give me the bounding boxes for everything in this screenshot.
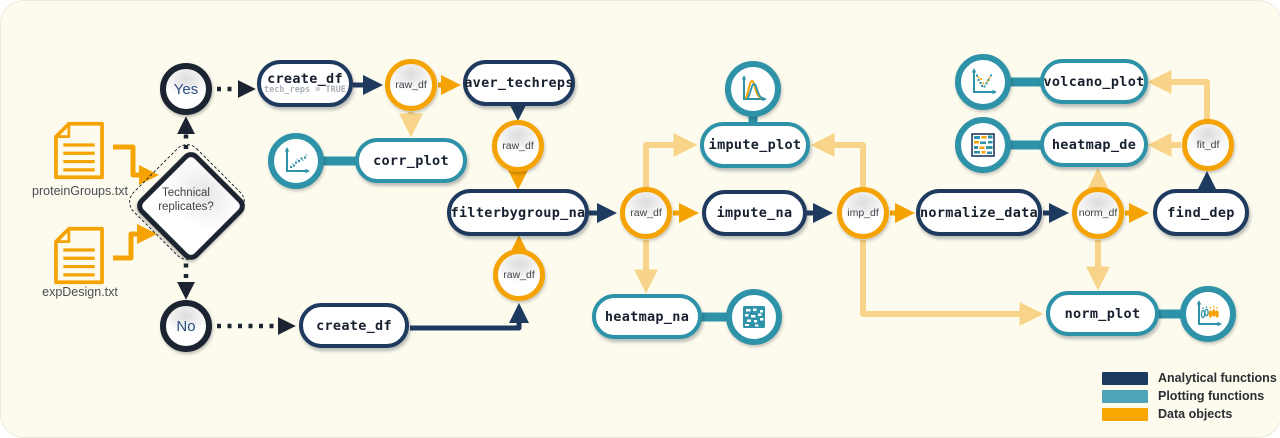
node-volcano-plot: volcano_plot [1040, 59, 1148, 104]
de-heatmap-icon [955, 117, 1011, 173]
object-raw-df-2: raw_df [492, 120, 544, 172]
node-heatmap-de: heatmap_de [1040, 122, 1148, 167]
protein-groups-file-label: proteinGroups.txt [32, 184, 128, 198]
data-object-arrows [438, 75, 1149, 255]
decision-question: Technical replicates? [158, 187, 214, 214]
object-norm-df: norm_df [1072, 187, 1124, 239]
node-aver-techreps: aver_techreps [463, 60, 575, 106]
node-create-df: create_df [299, 303, 409, 348]
exp-design-file-label: expDesign.txt [42, 285, 118, 299]
node-normalize-data: normalize_data [916, 189, 1042, 236]
exp-design-file-icon [53, 226, 105, 285]
decision-yes: Yes [160, 63, 212, 115]
node-impute-na: impute_na [702, 190, 807, 236]
object-raw-df-3: raw_df [493, 249, 545, 301]
node-impute-plot: impute_plot [700, 122, 810, 168]
object-fit-df: fit_df [1182, 119, 1234, 171]
node-filterbygroup-na: filterbygroup_na [447, 189, 589, 236]
file-input-arrows [113, 144, 159, 261]
violin-plot-icon [1180, 286, 1236, 342]
object-raw-df-1: raw_df [385, 59, 437, 111]
legend-analytical-functions: Analytical functions [1102, 371, 1277, 385]
scatter-plot-icon [268, 133, 324, 189]
node-norm-plot: norm_plot [1046, 291, 1159, 336]
object-raw-df-4: raw_df [620, 187, 672, 239]
node-corr-plot: corr_plot [355, 138, 467, 183]
missing-value-heatmap-icon [726, 289, 782, 345]
density-plot-icon [725, 61, 781, 117]
legend: Analytical functions Plotting functions … [1102, 371, 1277, 425]
plotting-arrows [399, 70, 1210, 326]
legend-plotting-functions: Plotting functions [1102, 389, 1277, 403]
decision-no: No [160, 300, 212, 352]
decision-arrows [177, 80, 296, 335]
legend-swatch-analytical [1102, 371, 1148, 385]
legend-swatch-data [1102, 407, 1148, 421]
object-imp-df: imp_df [837, 187, 889, 239]
legend-data-objects: Data objects [1102, 407, 1277, 421]
node-heatmap-na: heatmap_na [592, 294, 702, 339]
protein-groups-file-icon [53, 121, 105, 180]
analytical-arrows [353, 75, 1217, 331]
volcano-plot-icon [955, 54, 1011, 110]
legend-swatch-plotting [1102, 389, 1148, 403]
node-find-dep: find_dep [1153, 189, 1249, 236]
create-df-argument: tech_reps = TRUE [264, 85, 346, 96]
node-create-df-techreps: create_df tech_reps = TRUE [257, 60, 353, 107]
